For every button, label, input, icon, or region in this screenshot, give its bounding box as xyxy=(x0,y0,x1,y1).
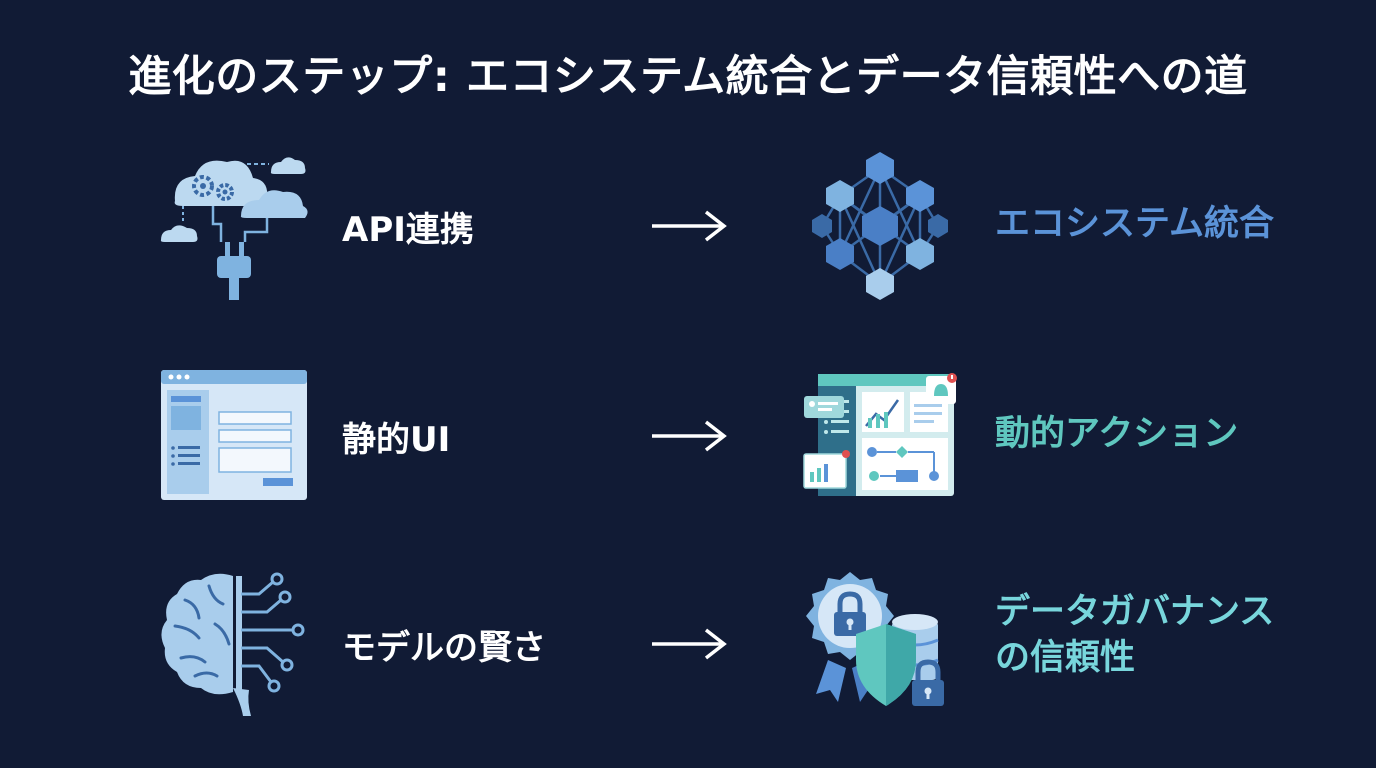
hexagon-network-icon xyxy=(800,146,960,306)
to-label-ecosystem: エコシステム統合 xyxy=(995,202,1274,248)
page-title: 進化のステップ: エコシステム統合とデータ信頼性への道 xyxy=(128,52,1248,102)
arrow-right-icon xyxy=(650,206,730,246)
arrow-right-icon xyxy=(650,416,730,456)
to-label-dynamic-action: 動的アクション xyxy=(995,412,1238,458)
step-row-model: モデルの賢さ データガバナンス の xyxy=(0,564,1376,724)
to-label-data-governance: データガバナンス の信頼性 xyxy=(995,590,1274,681)
to-label-line: の信頼性 xyxy=(995,637,1136,678)
from-label-model: モデルの賢さ xyxy=(342,628,546,668)
step-row-ui: 静的UI xyxy=(0,356,1376,516)
step-row-api: API連携 xyxy=(0,146,1376,306)
shield-lock-badge-icon xyxy=(800,564,960,724)
static-window-icon xyxy=(155,356,315,516)
to-label-line: データガバナンス xyxy=(995,592,1275,632)
to-label-line: 動的アクション xyxy=(995,414,1239,454)
to-label-line: エコシステム統合 xyxy=(995,204,1274,244)
cloud-plug-icon xyxy=(155,146,315,306)
dynamic-dashboard-icon xyxy=(800,356,960,516)
arrow-right-icon xyxy=(650,624,730,664)
from-label-static-ui: 静的UI xyxy=(342,420,451,460)
brain-circuit-icon xyxy=(155,564,315,724)
from-label-api: API連携 xyxy=(342,210,474,250)
